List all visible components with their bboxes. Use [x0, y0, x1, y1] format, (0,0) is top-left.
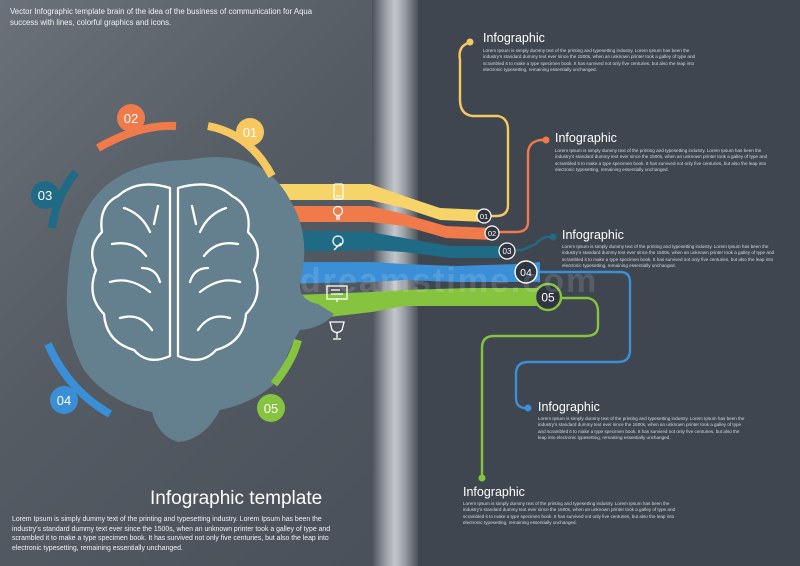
info-block-title-05: Infographic — [463, 485, 525, 499]
ribbon-marker-04: 04 — [514, 260, 538, 284]
ribbon-marker-02: 02 — [484, 225, 500, 241]
ribbon-04 — [268, 262, 540, 284]
ribbon-marker-label-01: 01 — [480, 212, 488, 221]
ribbon-03 — [268, 230, 500, 258]
connector-line-02 — [492, 138, 548, 234]
ring-segment-02 — [96, 121, 177, 152]
ring-segment-05 — [270, 338, 302, 387]
ring-badge-04: 04 — [50, 386, 78, 414]
connector-line-01 — [458, 40, 510, 218]
ring-segments — [44, 121, 302, 418]
ribbon-marker-01: 01 — [476, 208, 492, 224]
presentation-board-icon — [326, 285, 348, 302]
ribbon-marker-03: 03 — [498, 242, 516, 260]
ribbon-marker-label-02: 02 — [488, 229, 496, 238]
ring-badge-05: 05 — [257, 394, 285, 422]
ring-badge-label-02: 02 — [124, 111, 138, 126]
ribbon-marker-label-04: 04 — [520, 267, 532, 279]
ribbon-markers: 01 02 03 04 05 — [476, 208, 563, 312]
watermark: dreamstime.com — [300, 262, 599, 300]
ring-badge-label-03: 03 — [38, 188, 52, 203]
ring-badge-label-05: 05 — [264, 401, 278, 416]
ring-segment-03 — [48, 169, 80, 229]
ring-badge-label-01: 01 — [243, 125, 257, 140]
ribbons — [268, 184, 548, 324]
ring-badges: 02 01 03 04 05 — [31, 104, 285, 422]
pushpin-icon — [332, 235, 344, 251]
ribbon-01 — [268, 184, 484, 222]
ribbon-marker-05: 05 — [533, 282, 563, 312]
info-block-body-01: Lorem Ipsum is simply dummy text of the … — [483, 48, 696, 72]
ribbon-02 — [268, 206, 492, 240]
info-block-title-02: Infographic — [555, 131, 617, 145]
ribbon-marker-label-03: 03 — [503, 247, 512, 256]
ring-badge-02: 02 — [117, 104, 145, 132]
mobile-phone-icon — [333, 183, 344, 200]
ring-badge-label-04: 04 — [57, 393, 71, 408]
right-background-panel — [400, 0, 800, 566]
info-block-title-04: Infographic — [538, 400, 600, 414]
ring-badge-01: 01 — [236, 118, 264, 146]
footer-title: Infographic template — [150, 488, 323, 509]
connector-dot-05 — [478, 474, 486, 482]
connector-line-05 — [480, 296, 600, 478]
info-block-body-02: Lorem Ipsum is simply dummy text of the … — [555, 148, 768, 172]
ring-badge-03: 03 — [31, 181, 59, 209]
info-block-body-03: Lorem Ipsum is simply dummy text of the … — [562, 244, 775, 268]
ring-segment-04 — [44, 342, 113, 418]
connector-dot-04 — [524, 404, 532, 412]
light-bulb-icon — [332, 205, 344, 220]
connector-dot-03 — [549, 233, 557, 241]
head-silhouette — [66, 157, 334, 442]
connector-end-dots — [466, 38, 557, 482]
ribbon-icons — [326, 183, 348, 340]
info-block-title-01: Infographic — [483, 31, 545, 45]
connector-dot-01 — [466, 38, 474, 46]
info-block-body-04: Lorem Ipsum is simply dummy text of the … — [538, 416, 745, 440]
footer-description: Lorem Ipsum is simply dummy text of the … — [12, 516, 331, 552]
info-block-body-05: Lorem Ipsum is simply dummy text of the … — [463, 501, 676, 525]
ribbon-marker-label-05: 05 — [541, 291, 555, 305]
brain-icon — [91, 183, 259, 361]
ribbon-05 — [268, 288, 548, 324]
connector-lines — [458, 40, 632, 478]
header-description: Vector Infographic template brain of the… — [10, 7, 313, 27]
connector-line-04 — [514, 270, 632, 410]
connector-line-03 — [508, 235, 554, 252]
info-block-title-03: Infographic — [562, 228, 624, 242]
connector-dot-02 — [542, 136, 550, 144]
center-gradient-band — [372, 0, 418, 566]
trophy-icon — [329, 321, 345, 340]
